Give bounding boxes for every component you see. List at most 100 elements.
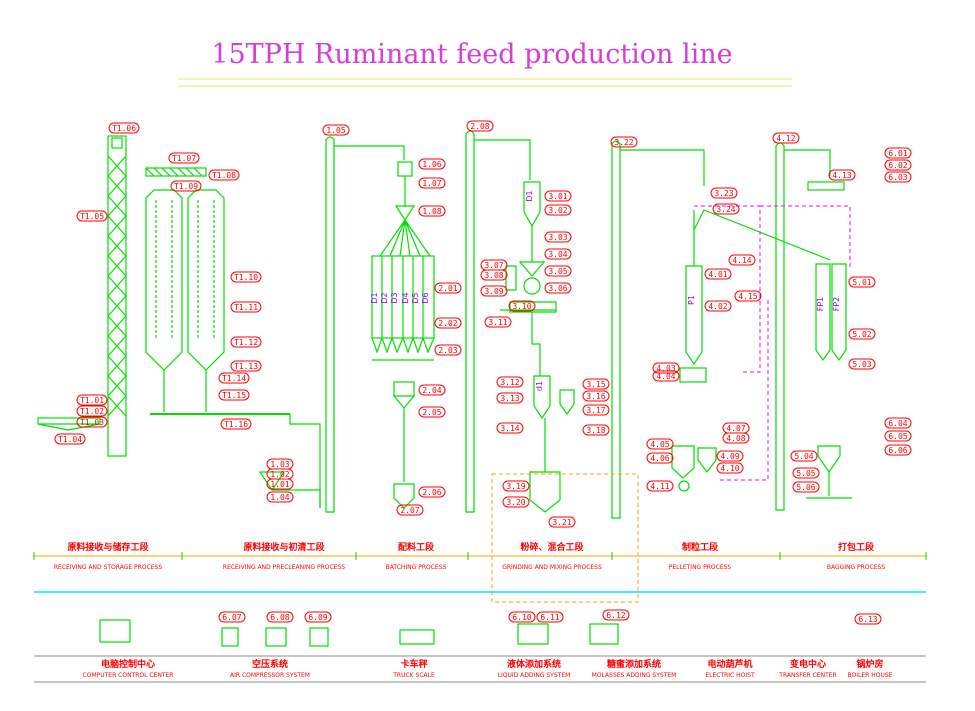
equipment-tag: 5.03 (848, 358, 876, 370)
batching-bin-label: D2 (380, 292, 389, 303)
equipment-tag-text: T1.03 (80, 418, 104, 427)
equipment-tag-text: 3.06 (548, 284, 567, 293)
system-name-en: AIR COMPRESSOR SYSTEM (230, 672, 310, 679)
equipment-tag: 1.04 (266, 491, 294, 503)
process-name-cn: 制粒工段 (682, 541, 719, 553)
equipment-tag-text: 4.13 (832, 171, 851, 180)
equipment-tag-text: T1.11 (234, 303, 258, 312)
equipment-tag-text: 3.03 (548, 233, 567, 242)
process-name-cn: 粉碎、混合工段 (520, 541, 584, 553)
equipment-tag-text: 1.03 (270, 460, 289, 469)
equipment-tag: 4.05 (646, 438, 674, 450)
process-name-cn: 打包工段 (838, 541, 875, 553)
equipment-tag-text: 1.05 (326, 126, 345, 135)
equipment-tag-text: T1.04 (58, 435, 82, 444)
equipment-tag-text: 2.07 (400, 506, 419, 515)
process-name-en: RECEIVING AND PRECLEANING PROCESS (223, 564, 345, 571)
equipment-tag-text: 3.11 (488, 318, 507, 327)
bin-label: P1 (687, 295, 696, 305)
process-name-cn: 原料接收与储存工段 (67, 541, 149, 553)
bucket-elevator-tower (107, 135, 127, 457)
system-name-cn: 变电中心 (790, 658, 826, 670)
equipment-tag: T1.14 (218, 372, 250, 384)
equipment-tag: 5.01 (848, 276, 876, 288)
equipment-tag: 4.02 (704, 300, 732, 312)
equipment-tag: 2.05 (418, 406, 446, 418)
equipment-tag-text: 6.09 (308, 613, 327, 622)
equipment-tag-text: 5.01 (852, 278, 871, 287)
storage-silos (145, 189, 225, 412)
equipment-tag: 4.03 (652, 362, 680, 374)
process-name-en: BAGGING PROCESS (827, 564, 886, 571)
equipment-tag-text: T1.05 (80, 212, 104, 221)
diagram-title: 15TPH Ruminant feed production line (211, 39, 732, 70)
equipment-tag: 3.24 (712, 203, 740, 215)
equipment-tag-text: 6.01 (888, 149, 907, 158)
equipment-tag-text: 1.07 (422, 179, 441, 188)
equipment-tag: 2.03 (434, 344, 462, 356)
equipment-tag: 3.15 (582, 378, 610, 390)
equipment-tag: T1.04 (54, 433, 86, 445)
equipment-tag: 6.03 (884, 171, 912, 183)
equipment-tag: 3.17 (582, 404, 610, 416)
equipment-tag-text: T1.09 (174, 182, 198, 191)
equipment-tag-text: 4.02 (708, 302, 727, 311)
equipment-tag-text: 3.07 (484, 261, 503, 270)
equipment-tag: 6.04 (884, 417, 912, 429)
equipment-tag-text: 3.09 (484, 287, 503, 296)
equipment-tag: 4.07 (722, 422, 750, 434)
system-name-cn: 电脑控制中心 (101, 658, 155, 670)
equipment-tag-text: 3.12 (500, 378, 519, 387)
equipment-tag-text: 2.08 (470, 122, 489, 131)
equipment-tag: 1.03 (266, 458, 294, 470)
equipment-tag-text: 5.04 (794, 452, 813, 461)
equipment-tag: 6.09 (304, 611, 332, 623)
equipment-tag: 6.01 (884, 147, 912, 159)
process-name-cn: 配料工段 (398, 541, 435, 553)
equipment-tag-text: 6.10 (512, 613, 531, 622)
equipment-tag-text: 6.04 (888, 419, 907, 428)
equipment-tag: T1.05 (76, 210, 108, 222)
equipment-tag: 3.09 (480, 285, 508, 297)
bin-label: D1 (525, 190, 534, 201)
equipment-tag: 4.13 (828, 169, 856, 181)
system-name-cn: 糖蜜添加系统 (607, 658, 661, 670)
equipment-tag: 3.20 (502, 496, 530, 508)
batching-bin-label: D3 (390, 292, 399, 303)
equipment-tag: 1.05 (322, 124, 350, 136)
equipment-tag-text: 4.06 (650, 454, 669, 463)
finished-bin-label: FP1 (816, 297, 825, 312)
equipment-tag: 4.04 (652, 370, 680, 382)
equipment-tag: 4.14 (728, 254, 756, 266)
mixing-area-outline (491, 473, 639, 603)
equipment-tag-text: T1.08 (212, 171, 236, 180)
equipment-tag-text: 6.03 (888, 173, 907, 182)
equipment-tag: 3.01 (544, 190, 572, 202)
equipment-tag-text: 2.02 (438, 319, 457, 328)
equipment-tag-text: 2.04 (422, 386, 441, 395)
equipment-tag-text: T1.07 (172, 154, 196, 163)
equipment-tag: 3.18 (582, 424, 610, 436)
equipment-tag: T1.15 (218, 389, 250, 401)
equipment-tag: 3.04 (544, 248, 572, 260)
equipment-tag-text: 3.04 (548, 250, 567, 259)
equipment-tag-text: 4.04 (656, 372, 675, 381)
equipment-tag: T1.09 (170, 180, 202, 192)
equipment-tag-text: 3.17 (586, 406, 605, 415)
equipment-tag-text: 5.06 (796, 483, 815, 492)
equipment-tag: 4.10 (716, 462, 744, 474)
batching-bin-label: D6 (421, 292, 430, 303)
equipment-tag-text: 4.11 (650, 482, 669, 491)
system-name-cn: 液体添加系统 (507, 658, 561, 670)
equipment-tag-text: T1.12 (234, 338, 258, 347)
equipment-tag-text: T1.13 (234, 362, 258, 371)
system-name-en: COMPUTER CONTROL CENTER (83, 672, 174, 679)
equipment-tag: 3.06 (544, 282, 572, 294)
equipment-tag-text: 3.08 (484, 271, 503, 280)
top-conveyor (145, 167, 207, 177)
equipment-tag-text: 3.18 (586, 426, 605, 435)
equipment-tag-text: 3.23 (714, 189, 733, 198)
equipment-tag: 6.12 (602, 609, 630, 621)
